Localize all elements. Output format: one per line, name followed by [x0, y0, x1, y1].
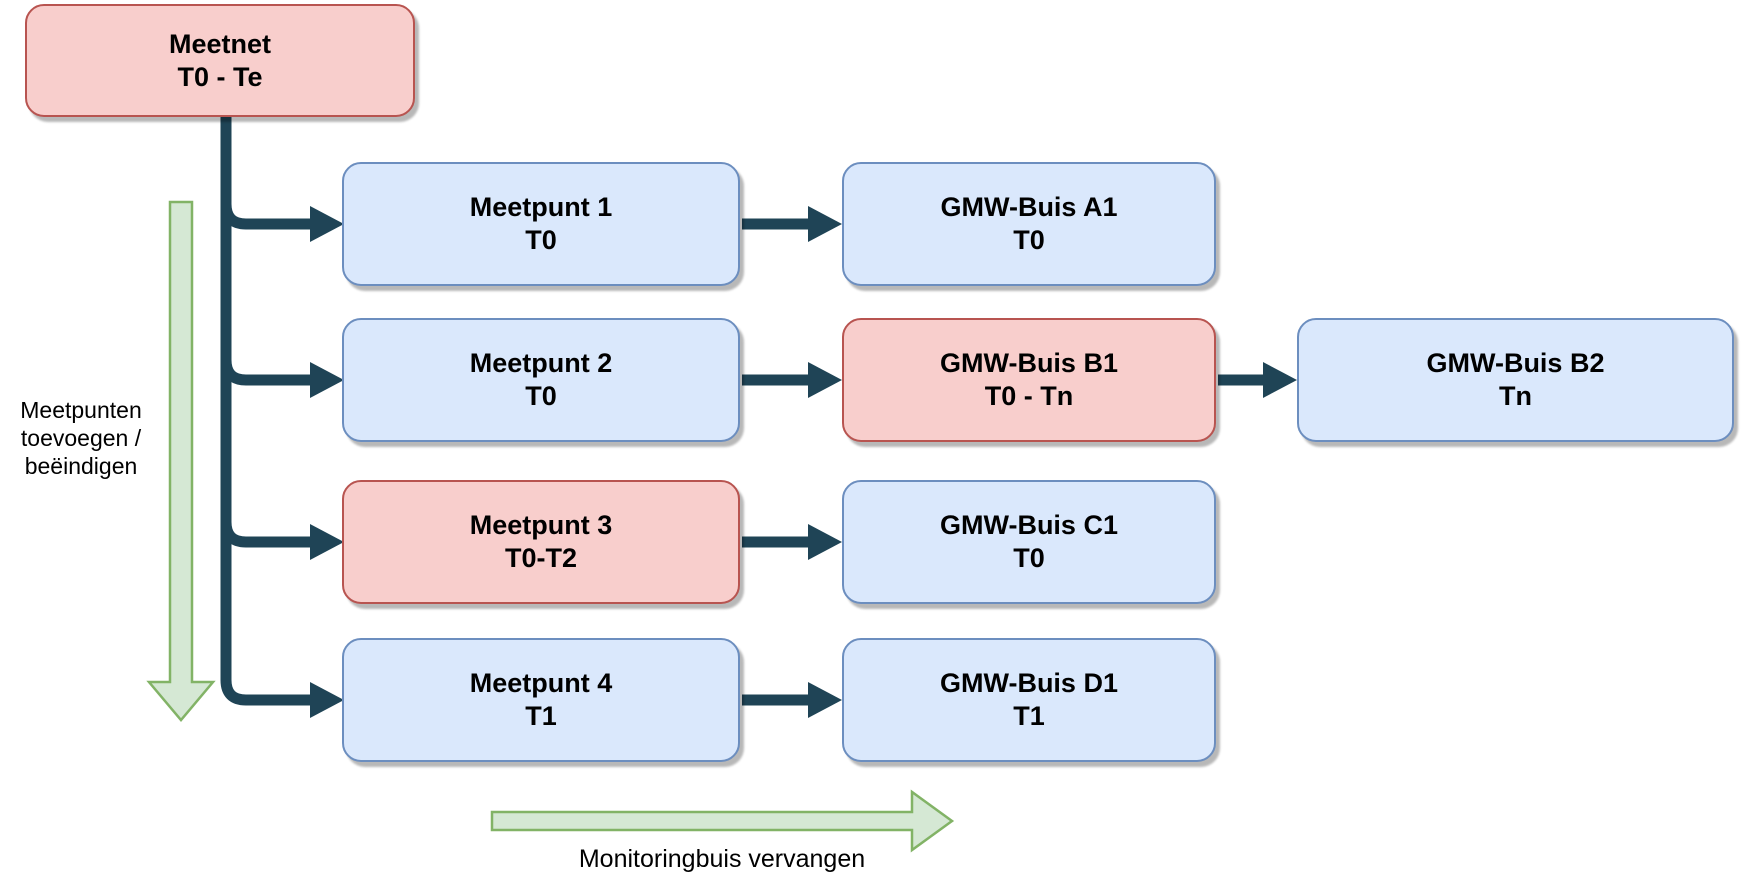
node-gmw-buis-b2: GMW-Buis B2 Tn — [1297, 318, 1734, 442]
left-arrow-label: Meetpunten toevoegen / beëindigen — [0, 396, 162, 480]
node-label: Meetpunt 2 — [469, 348, 613, 379]
left-arrow-label-line2: toevoegen / — [20, 425, 142, 451]
node-sublabel: T1 — [525, 701, 557, 731]
node-meetpunt-3: Meetpunt 3 T0-T2 — [342, 480, 740, 604]
connector-meetnet-to-meetpunt4 — [220, 112, 310, 706]
node-gmw-buis-b1: GMW-Buis B1 T0 - Tn — [842, 318, 1216, 442]
connector-meetnet-to-meetpunt1 — [220, 112, 310, 230]
node-label: Meetpunt 1 — [469, 192, 613, 223]
node-gmw-buis-c1: GMW-Buis C1 T0 — [842, 480, 1216, 604]
node-meetpunt-1: Meetpunt 1 T0 — [342, 162, 740, 286]
left-arrow-label-line1: Meetpunten — [20, 397, 142, 423]
arrowhead-gmw-b2 — [1263, 362, 1297, 398]
node-label: GMW-Buis C1 — [940, 510, 1118, 541]
node-meetpunt-4: Meetpunt 4 T1 — [342, 638, 740, 762]
node-sublabel: T1 — [1013, 701, 1045, 731]
arrowhead-gmw-b1 — [808, 362, 842, 398]
left-arrow-label-line3: beëindigen — [24, 453, 138, 479]
node-label: GMW-Buis D1 — [940, 668, 1118, 699]
node-sublabel: T0 — [1013, 543, 1045, 573]
node-sublabel: T0 — [525, 225, 557, 255]
node-label: GMW-Buis B1 — [940, 348, 1118, 379]
node-label: Meetpunt 4 — [469, 668, 613, 699]
node-sublabel: T0 - Te — [177, 61, 263, 92]
arrowhead-meetpunt2 — [310, 362, 344, 398]
node-label: GMW-Buis A1 — [940, 192, 1118, 223]
connector-meetnet-to-meetpunt2 — [220, 112, 310, 386]
connector-meetnet-to-meetpunt3 — [220, 112, 310, 548]
horizontal-timeline-arrow — [490, 789, 955, 853]
arrowhead-gmw-c1 — [808, 524, 842, 560]
node-sublabel: T0 — [1013, 225, 1045, 255]
node-sublabel: Tn — [1499, 381, 1532, 411]
node-sublabel: T0-T2 — [504, 543, 577, 573]
node-label: GMW-Buis B2 — [1426, 348, 1605, 379]
arrowhead-meetpunt1 — [310, 206, 344, 242]
bottom-arrow-label: Monitoringbuis vervangen — [578, 845, 866, 873]
arrowhead-meetpunt3 — [310, 524, 344, 560]
node-sublabel: T0 — [525, 381, 557, 411]
node-label: Meetpunt 3 — [469, 510, 613, 541]
arrowhead-gmw-d1 — [808, 682, 842, 718]
arrowhead-meetpunt4 — [310, 682, 344, 718]
vertical-timeline-arrow — [146, 200, 216, 722]
node-gmw-buis-d1: GMW-Buis D1 T1 — [842, 638, 1216, 762]
arrowhead-gmw-a1 — [808, 206, 842, 242]
node-gmw-buis-a1: GMW-Buis A1 T0 — [842, 162, 1216, 286]
node-label: Meetnet — [168, 28, 271, 59]
node-sublabel: T0 - Tn — [984, 381, 1074, 411]
node-meetnet: Meetnet T0 - Te — [25, 4, 415, 117]
node-meetpunt-2: Meetpunt 2 T0 — [342, 318, 740, 442]
